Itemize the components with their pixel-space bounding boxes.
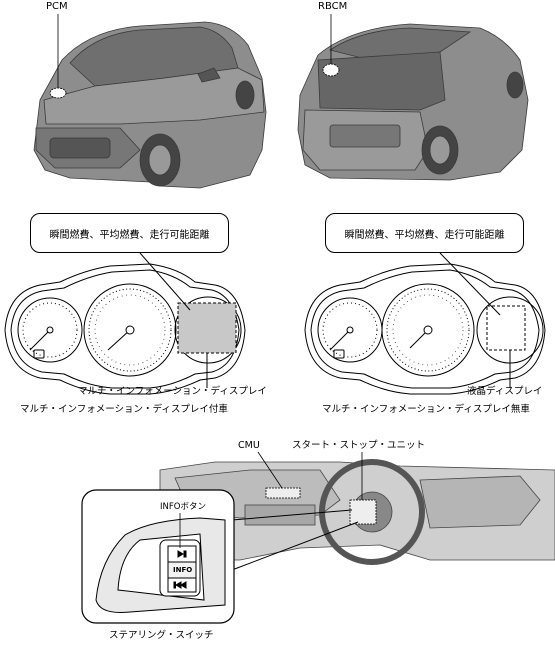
info-key-text: INFO: [173, 566, 193, 574]
suv-rear-view: [297, 23, 529, 181]
suv-front-view: [33, 21, 267, 189]
pcm-location-marker: [49, 87, 67, 99]
rbcm-label: RBCM: [318, 1, 348, 12]
info-button-label: INFOボタン: [160, 502, 206, 512]
instrument-cluster-with-md: [4, 263, 246, 395]
multi-info-display-label: マルチ・インフォメーション・ディスプレイ: [78, 386, 267, 397]
pcm-label: PCM: [46, 1, 68, 12]
rbcm-location-marker: [322, 63, 340, 77]
start-stop-unit-label: スタート・ストップ・ユニット: [292, 440, 426, 451]
fuel-economy-callout-left: 瞬間燃費、平均燃費、走行可能距離: [30, 213, 229, 253]
fuel-economy-callout-right: 瞬間燃費、平均燃費、走行可能距離: [325, 213, 524, 253]
without-multi-info-display-caption: マルチ・インフォメーション・ディスプレイ無車: [322, 404, 530, 415]
lcd-display-label: 液晶ディスプレイ: [467, 386, 543, 397]
steering-switch-drawing: [95, 517, 226, 613]
dashboard-illustration: [159, 459, 555, 565]
steering-switch-label: ステアリング・スイッチ: [109, 630, 214, 641]
cmu-label: CMU: [238, 440, 260, 451]
with-multi-info-display-caption: マルチ・インフォメーション・ディスプレイ付車: [20, 404, 228, 415]
instrument-cluster-without-md: [304, 263, 546, 395]
